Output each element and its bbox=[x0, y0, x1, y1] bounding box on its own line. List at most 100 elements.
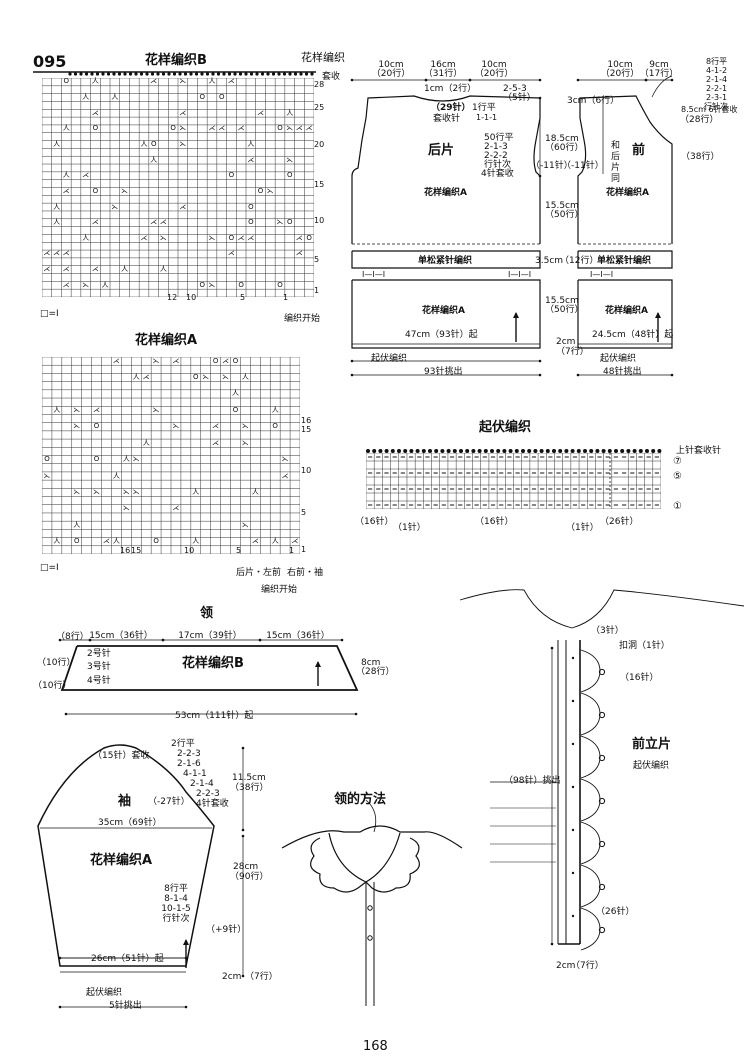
sleeve-cap-dec-2: 2-2-3 bbox=[177, 749, 201, 759]
stitch-symbol: ⋌ bbox=[172, 356, 180, 365]
stitch-symbol: ⋋ bbox=[73, 405, 81, 414]
sleeve-cap-bind-off: （15针）套收 bbox=[93, 751, 150, 761]
bind-off-dot bbox=[533, 449, 538, 453]
stitch-symbol: 人 bbox=[82, 233, 90, 242]
bind-off-dot bbox=[576, 449, 581, 453]
stitch-symbol: 人 bbox=[251, 487, 259, 496]
stitch-symbol: ⋋ bbox=[152, 356, 160, 365]
chart-a-col-10: 10 bbox=[184, 546, 195, 555]
placket-scallop bbox=[580, 778, 601, 822]
page-number: 168 bbox=[363, 1039, 388, 1054]
chart-a-col-15: 15 bbox=[131, 546, 142, 555]
placket-dot bbox=[571, 871, 575, 875]
front-neck-dec-4: 2-2-1 bbox=[706, 84, 728, 93]
header-dot bbox=[178, 72, 182, 76]
stitch-symbol: O bbox=[92, 124, 99, 133]
chart-a-side-label-1: 后片・左前 bbox=[236, 568, 282, 578]
stitch-symbol: 人 bbox=[73, 520, 81, 529]
stitch-symbol: 人 bbox=[53, 202, 61, 211]
front-pattern-lower: 花样编织A bbox=[605, 306, 648, 316]
stitch-symbol: ⋌ bbox=[62, 265, 70, 274]
front-pattern-upper: 花样编织A bbox=[606, 188, 649, 198]
collar-top-2: 17cm（39针） bbox=[178, 631, 242, 641]
bind-off-dot bbox=[589, 449, 594, 453]
stitch-symbol: O bbox=[170, 124, 176, 133]
collar-method-pointer bbox=[365, 799, 377, 833]
stitch-symbol: 人 bbox=[53, 218, 61, 227]
chart-grid-lines bbox=[42, 78, 314, 297]
back-armhole-dec-3: 2-2-2 bbox=[484, 151, 508, 161]
stitch-symbol: ⋌ bbox=[291, 537, 299, 546]
sleeve-outline bbox=[37, 744, 215, 967]
stitch-symbol: ⋌ bbox=[150, 77, 158, 86]
collar-needle-3: 3号针 bbox=[87, 662, 111, 672]
back-neck-flat-2: 1-1-1 bbox=[476, 113, 498, 122]
sleeve-inc-4: 行针次 bbox=[162, 914, 190, 924]
header-dot bbox=[299, 72, 303, 76]
sleeve-length-rows: （90行） bbox=[230, 872, 269, 882]
stitch-symbol: O bbox=[92, 186, 99, 195]
back-top-rows-1: （20行） bbox=[371, 69, 411, 79]
stitch-symbol: ⋌ bbox=[142, 373, 150, 382]
back-body-outline bbox=[351, 95, 541, 244]
stitch-symbol: O bbox=[306, 233, 312, 242]
bind-off-dot bbox=[477, 449, 482, 453]
front-neck-dec-5: 2-3-1 bbox=[706, 93, 728, 102]
stitch-symbol: ⋌ bbox=[247, 233, 255, 242]
sleeve-cap-dec-4: 4-1-1 bbox=[183, 769, 207, 779]
stitch-symbol: O bbox=[212, 356, 219, 365]
header-dot bbox=[172, 72, 177, 76]
buttonhole bbox=[598, 754, 606, 762]
header-dot bbox=[95, 72, 100, 76]
stitch-symbol: ⋌ bbox=[62, 249, 70, 258]
stitch-symbol: ⋋ bbox=[122, 504, 130, 513]
header-dot bbox=[216, 72, 221, 76]
stitch-symbol: O bbox=[286, 218, 293, 227]
stitch-symbol: O bbox=[277, 280, 283, 289]
stitch-symbol: O bbox=[63, 77, 70, 86]
header-dot bbox=[123, 72, 127, 76]
stitch-symbol: ⋌ bbox=[112, 356, 120, 365]
bind-off-dot bbox=[552, 449, 556, 453]
dimension-end bbox=[241, 746, 245, 750]
front-top-cm-1: 10cm bbox=[607, 60, 633, 70]
stitch-symbol: 人 bbox=[142, 438, 150, 447]
header-dot bbox=[244, 72, 248, 76]
chart-b-legend: □=Ⅰ bbox=[40, 309, 59, 319]
front-shoulder-drop: 3cm（6行） bbox=[567, 96, 620, 106]
stitch-symbol: ⋌ bbox=[103, 537, 110, 546]
back-armhole-dec-4: 行针次 bbox=[484, 160, 512, 170]
stitch-symbol: O bbox=[150, 139, 157, 148]
bind-off-dot bbox=[366, 449, 370, 453]
sleeve-cap-dec-6: 2-2-3 bbox=[196, 789, 220, 799]
dimension-end bbox=[350, 373, 354, 377]
garter-count-4: （1针） bbox=[566, 523, 599, 533]
buttonhole bbox=[598, 883, 606, 891]
stitch-symbol: O bbox=[44, 455, 50, 464]
stitch-symbol: O bbox=[218, 93, 225, 102]
back-neck-dec-2: （5针） bbox=[503, 93, 536, 103]
stitch-symbol: ⋋ bbox=[152, 405, 160, 414]
dimension-end bbox=[468, 78, 472, 82]
header-dot bbox=[189, 72, 193, 76]
stitch-symbol: ⋌ bbox=[91, 265, 99, 274]
placket-buttonhole: 扣洞（1针） bbox=[619, 641, 670, 651]
placket-title: 前立片 bbox=[632, 737, 672, 752]
header-dot bbox=[238, 72, 243, 76]
dimension-end bbox=[184, 1005, 188, 1009]
header-dot bbox=[271, 72, 276, 76]
dimension-end bbox=[241, 828, 245, 832]
header-dot bbox=[167, 72, 171, 76]
stitch-symbol: 人 bbox=[53, 537, 61, 546]
garter-count-2: （1针） bbox=[393, 523, 426, 533]
stitch-symbol: O bbox=[228, 171, 235, 180]
placket-dot bbox=[571, 785, 575, 789]
collar-title: 领 bbox=[200, 606, 214, 621]
shirt-button bbox=[367, 935, 373, 941]
stitch-symbol: ⋋ bbox=[208, 233, 216, 242]
sleeve-cap-height: 11.5cm bbox=[232, 773, 266, 783]
stitch-symbol: ⋌ bbox=[93, 405, 101, 414]
dimension-end bbox=[58, 1005, 62, 1009]
stitch-symbol: 人 bbox=[53, 139, 61, 148]
